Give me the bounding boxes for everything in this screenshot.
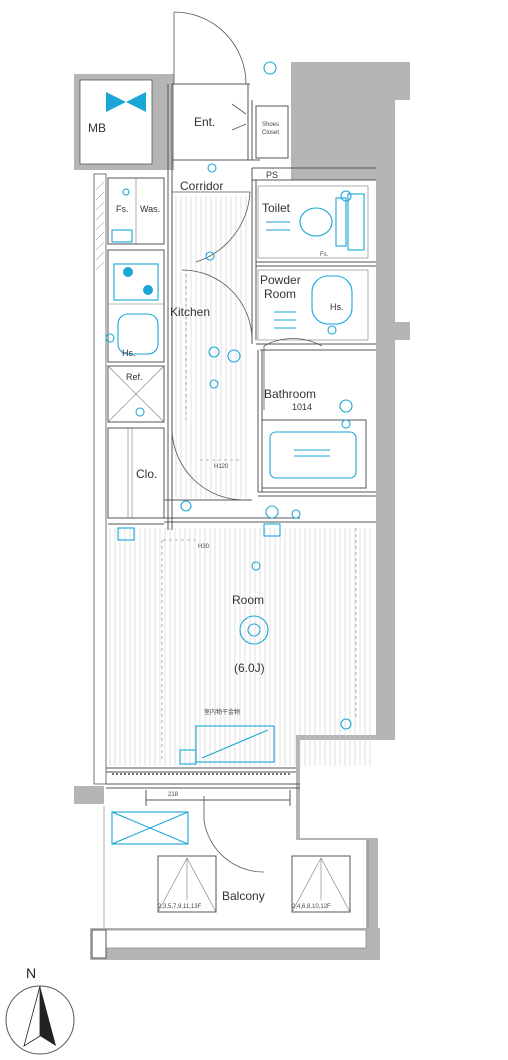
label-balcony: Balcony [222, 889, 265, 903]
toilet-icon [299, 207, 333, 237]
label-kitchen: Kitchen [170, 305, 210, 319]
label-218: 218 [168, 792, 179, 798]
label-floors-left: 2,3,5,7,9,11,13F [158, 904, 202, 910]
label-bathroom: Bathroom [264, 387, 316, 401]
label-fs-wash: Fs. [116, 204, 129, 214]
room-door-swing [171, 429, 245, 501]
label-h120: H120 [214, 464, 229, 470]
label-room-word: Room [264, 287, 296, 301]
label-h30: H30 [198, 544, 210, 550]
label-mb: MB [88, 121, 106, 135]
label-hs-powder: Hs. [330, 302, 344, 312]
kitchen-sink-icon [117, 313, 159, 355]
right-wall-upper [291, 62, 410, 960]
entrance-door-swing [173, 11, 247, 85]
label-indoor-note: 室内物干金物 [204, 708, 240, 716]
label-was: Was. [140, 204, 160, 214]
balcony-left-post [91, 929, 107, 959]
bath-door-swing [263, 338, 323, 410]
balcony-bottom-inner [103, 929, 367, 949]
dashed-lines [112, 274, 357, 775]
label-ps: PS [266, 170, 278, 180]
ceiling-light-icon [239, 615, 269, 645]
label-floors-right: 2,4,6,8,10,12F [292, 904, 331, 910]
bathtub-icon [269, 431, 357, 479]
label-powder: Powder [260, 273, 301, 287]
left-wall-hatch [95, 181, 105, 271]
label-bathroom-size: 1014 [292, 402, 312, 412]
sensor-icon-ent [263, 61, 277, 75]
fixtures [105, 61, 365, 845]
wash-basin-icon [311, 275, 353, 325]
label-shoes: Shoes [262, 122, 279, 128]
left-wall [93, 173, 107, 785]
label-room: Room [232, 593, 264, 607]
mb-box-inner [79, 79, 153, 165]
annotation-labels: H120 H30 218 室内物干金物 2,3,5,7,9,11,13F 2,4… [158, 464, 331, 910]
label-fs-toilet: Fs. [320, 252, 329, 258]
stove-icon [113, 263, 159, 301]
label-closet: Closet [262, 130, 279, 136]
outdoor-unit-icon [111, 811, 189, 845]
room-labels: MB Ent. Shoes Closet PS Corridor Toilet … [88, 115, 344, 903]
north-arrow-icon [40, 986, 56, 1046]
compass-north-label: N [26, 965, 36, 981]
label-room-size: (6.0J) [234, 661, 265, 675]
kitchen-door-swing [181, 269, 253, 341]
air-conditioner-icon [195, 725, 275, 763]
balcony-left-wall [74, 786, 104, 804]
label-ent: Ent. [194, 115, 215, 129]
label-toilet: Toilet [262, 201, 291, 215]
label-clo: Clo. [136, 467, 157, 481]
shoes-closet-door [231, 103, 247, 131]
mb-valve-icon [106, 92, 146, 112]
floor-stripes [109, 196, 371, 766]
label-hs-kitchen: Hs. [122, 348, 136, 358]
interior-lines [103, 83, 376, 928]
balcony-door-swing [203, 796, 265, 873]
label-corridor: Corridor [180, 179, 223, 193]
compass: N [5, 965, 75, 1055]
washing-machine-icon [111, 229, 133, 243]
exterior-walls [74, 62, 410, 960]
label-ref: Ref. [126, 372, 143, 382]
